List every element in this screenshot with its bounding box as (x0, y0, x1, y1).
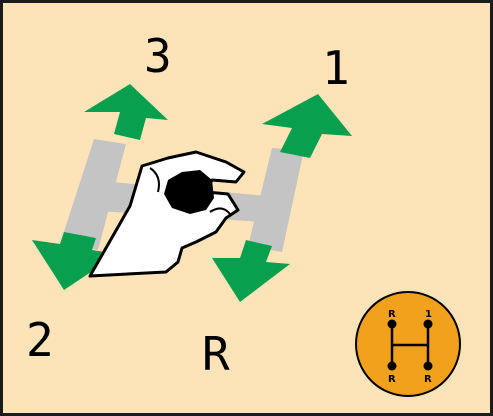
badge-label-top-right: 1 (425, 309, 432, 320)
direction-arrows (32, 84, 352, 302)
shift-pattern-badge-icon: R 1 R R (355, 291, 461, 397)
arrow-up-gear-1-icon (262, 94, 352, 158)
badge-label-bottom-right: R (424, 374, 432, 385)
gear-label-3: 3 (144, 29, 172, 83)
gate-right-slot (248, 148, 304, 252)
badge-dot-bottom-right (423, 361, 433, 371)
arrow-up-gear-3-icon (84, 84, 168, 140)
arrow-down-gear-r-icon (212, 240, 290, 302)
badge-label-top-left: R (388, 309, 396, 320)
badge-dot-top-left (387, 319, 397, 329)
arrow-down-gear-2-icon (32, 232, 118, 290)
badge-label-bottom-left: R (388, 374, 396, 385)
shift-knob (164, 170, 214, 214)
hand-finger-line (149, 167, 160, 193)
hand-gripping-knob-icon (88, 150, 246, 278)
gear-label-2: 2 (26, 313, 54, 367)
hand-thumb-line (209, 207, 231, 215)
badge-dot-bottom-left (387, 361, 397, 371)
gear-label-r: R (202, 327, 230, 381)
gear-label-1: 1 (322, 41, 350, 95)
badge-dot-top-right (423, 319, 433, 329)
